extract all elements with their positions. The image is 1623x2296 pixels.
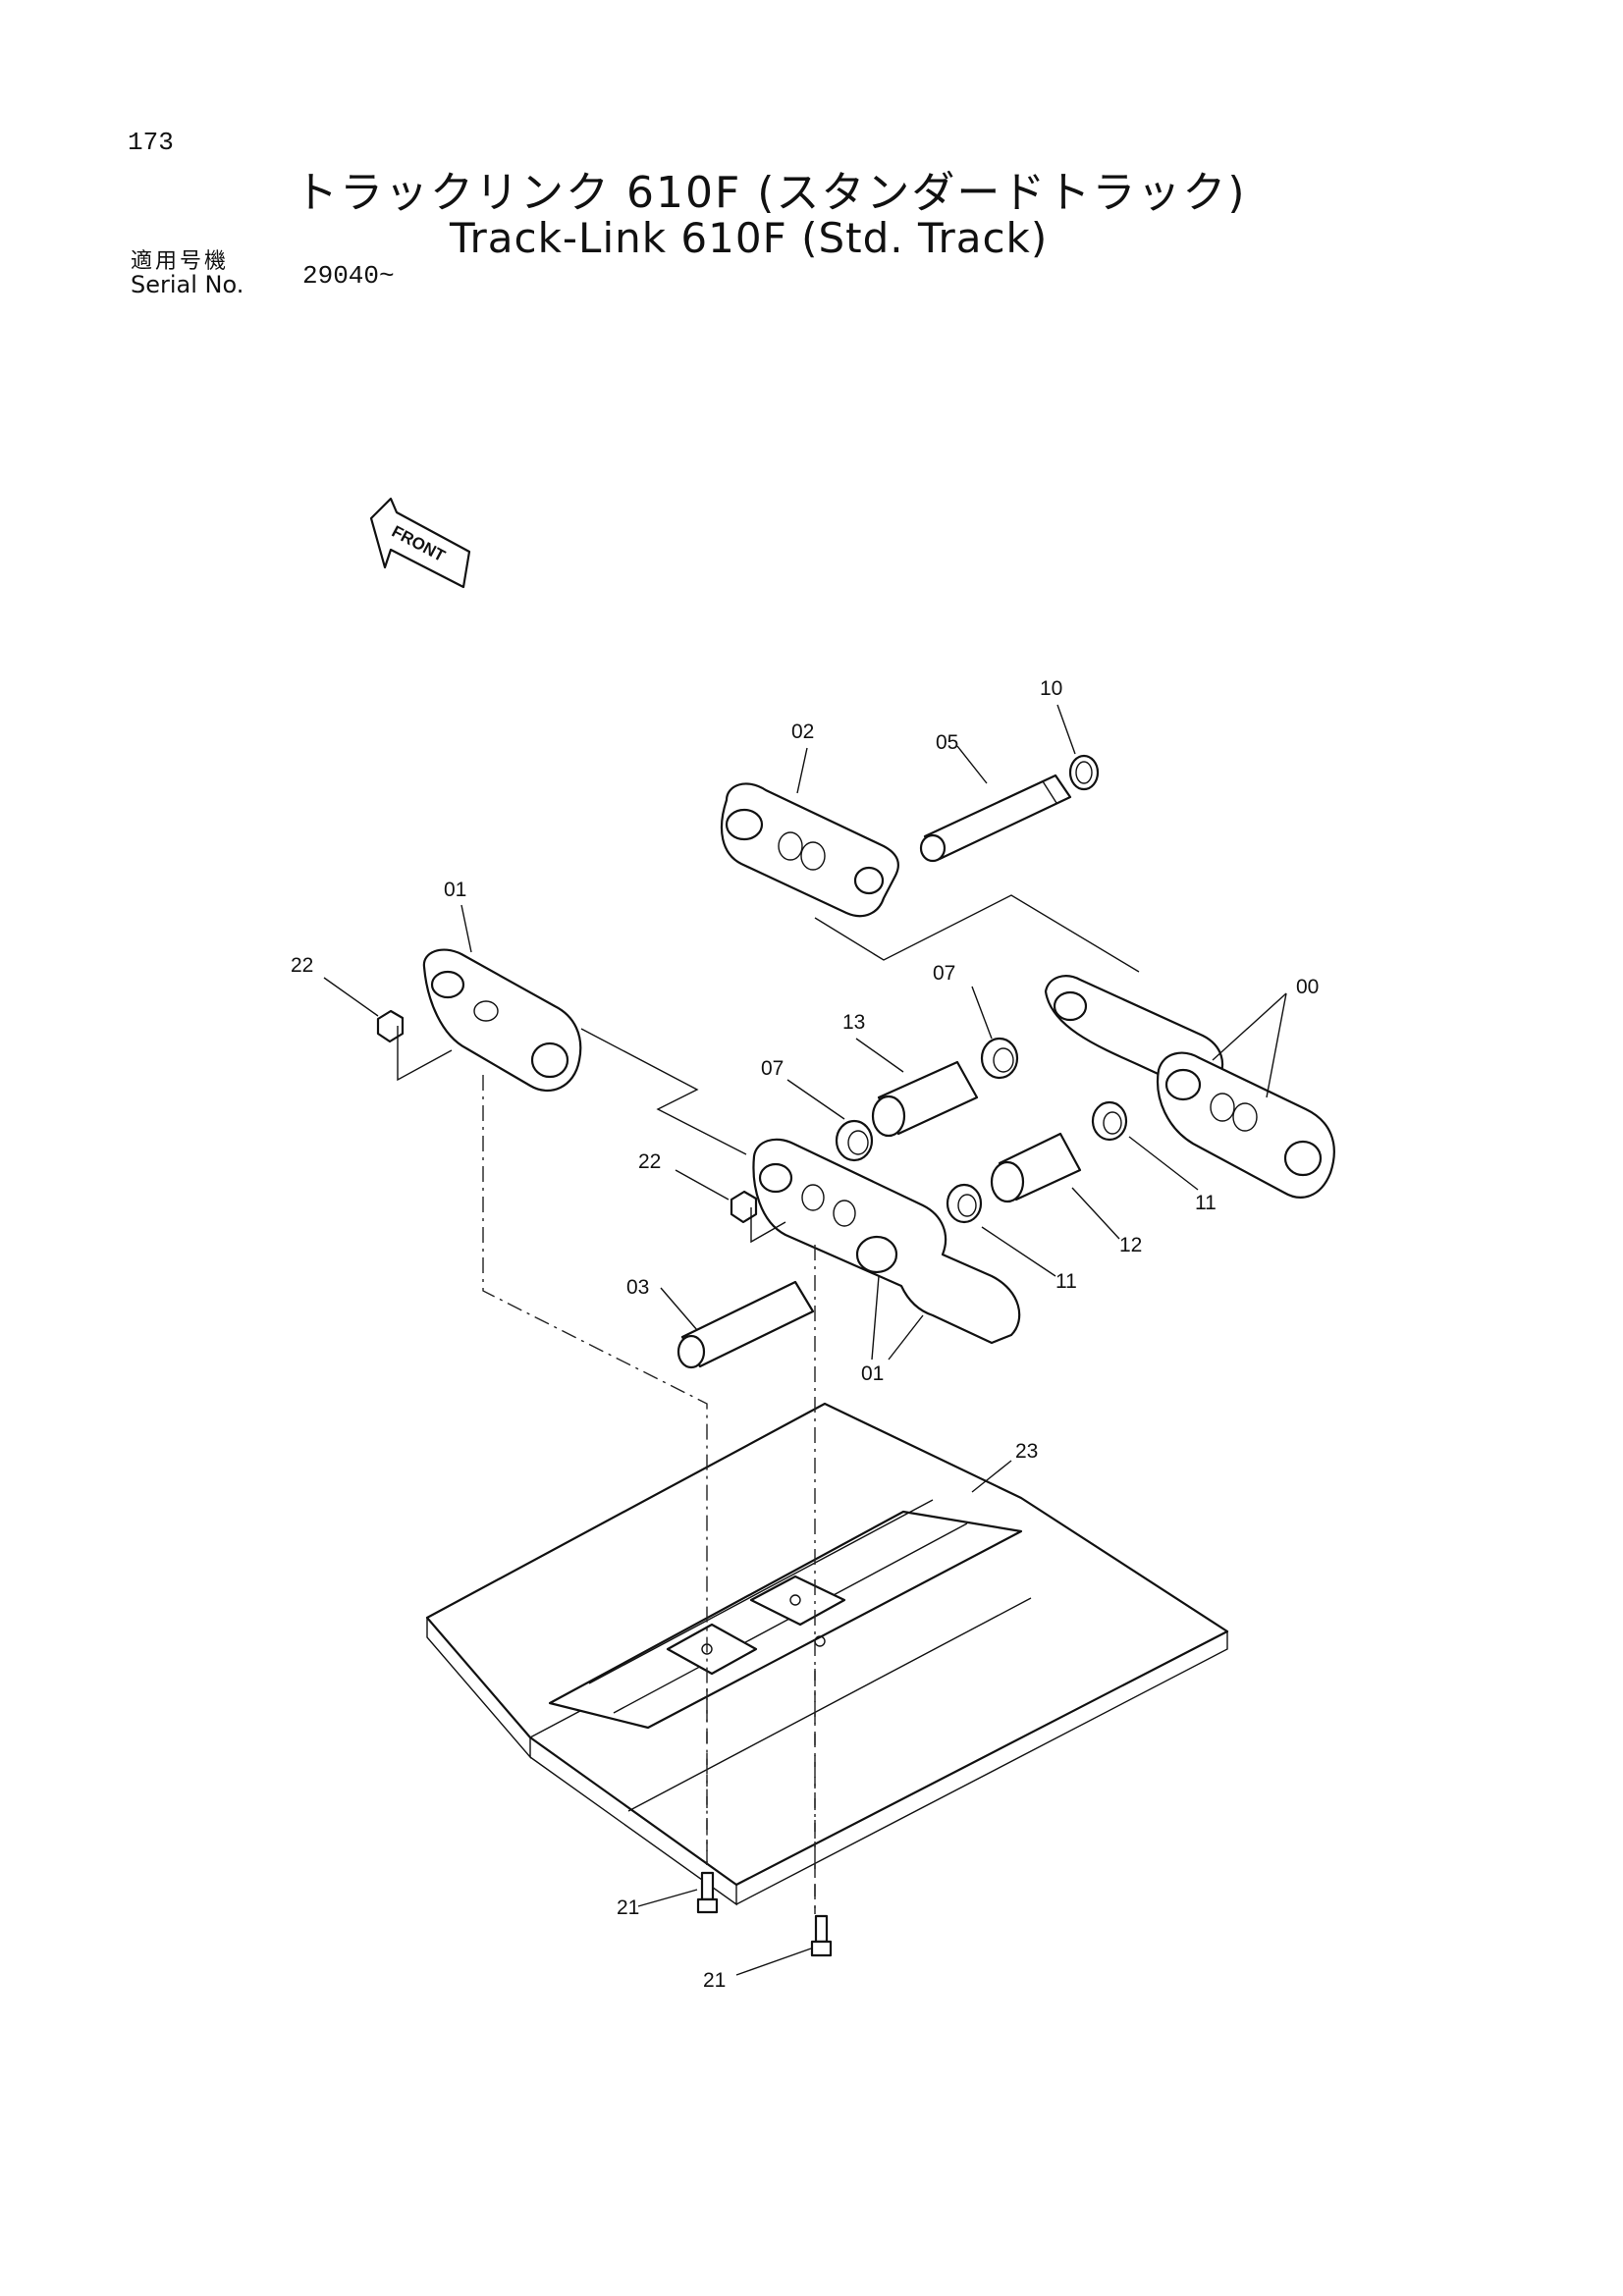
part-21-bolt-left (696, 1871, 719, 1914)
callout-07-lower: 07 (761, 1057, 784, 1080)
assembly-lines (397, 894, 1140, 1914)
part-07-seal-upper (980, 1037, 1019, 1080)
part-11-seal-right (1091, 1100, 1128, 1142)
part-03-master-pin (676, 1280, 815, 1369)
part-01-link-left (422, 948, 582, 1092)
part-12-bushing (990, 1132, 1082, 1203)
title-japanese: トラックリンク 610F (スタンダードトラック) (295, 168, 1247, 218)
part-13-bushing (871, 1060, 979, 1138)
callout-21-left: 21 (617, 1896, 639, 1919)
callout-11-left: 11 (1055, 1270, 1077, 1293)
callout-01-upper: 01 (444, 879, 466, 901)
callout-00: 00 (1296, 976, 1319, 998)
callout-13: 13 (842, 1011, 865, 1034)
part-00-link-pair (1044, 975, 1335, 1199)
callout-21-right: 21 (703, 1969, 726, 1992)
callout-05: 05 (936, 731, 958, 754)
part-22-nut-upper (376, 1009, 405, 1043)
callout-02: 02 (791, 721, 814, 743)
callout-11-right: 11 (1195, 1192, 1217, 1214)
serial-label-japanese: 適用号機 (131, 249, 230, 274)
part-05-pin (919, 774, 1072, 863)
serial-label-english: Serial No. (131, 271, 244, 298)
serial-value: 29040~ (302, 261, 395, 291)
callout-22-upper: 22 (291, 954, 313, 977)
part-11-seal-left (946, 1183, 983, 1224)
callout-01-lower: 01 (861, 1362, 884, 1385)
part-23-track-shoe (425, 1402, 1229, 1906)
callout-03: 03 (626, 1276, 649, 1299)
leader-lines (323, 704, 1287, 1976)
part-02-link (720, 782, 899, 918)
callout-12: 12 (1119, 1234, 1142, 1256)
callout-22-lower: 22 (638, 1150, 661, 1173)
callout-10: 10 (1040, 677, 1062, 700)
title-english: Track-Link 610F (Std. Track) (450, 214, 1049, 262)
part-10-snap-ring (1068, 754, 1100, 791)
part-22-nut-lower (730, 1190, 758, 1224)
front-arrow-icon: FRONT (369, 497, 471, 589)
callout-23: 23 (1015, 1440, 1038, 1463)
part-07-seal-lower (835, 1119, 874, 1162)
part-01-master-link (752, 1138, 1021, 1345)
page-number: 173 (128, 128, 174, 157)
part-21-bolt-right (810, 1914, 833, 1957)
callout-07-upper: 07 (933, 962, 955, 985)
callout-labels: 10 02 05 01 22 07 00 13 07 22 11 12 11 0… (291, 677, 1319, 1992)
